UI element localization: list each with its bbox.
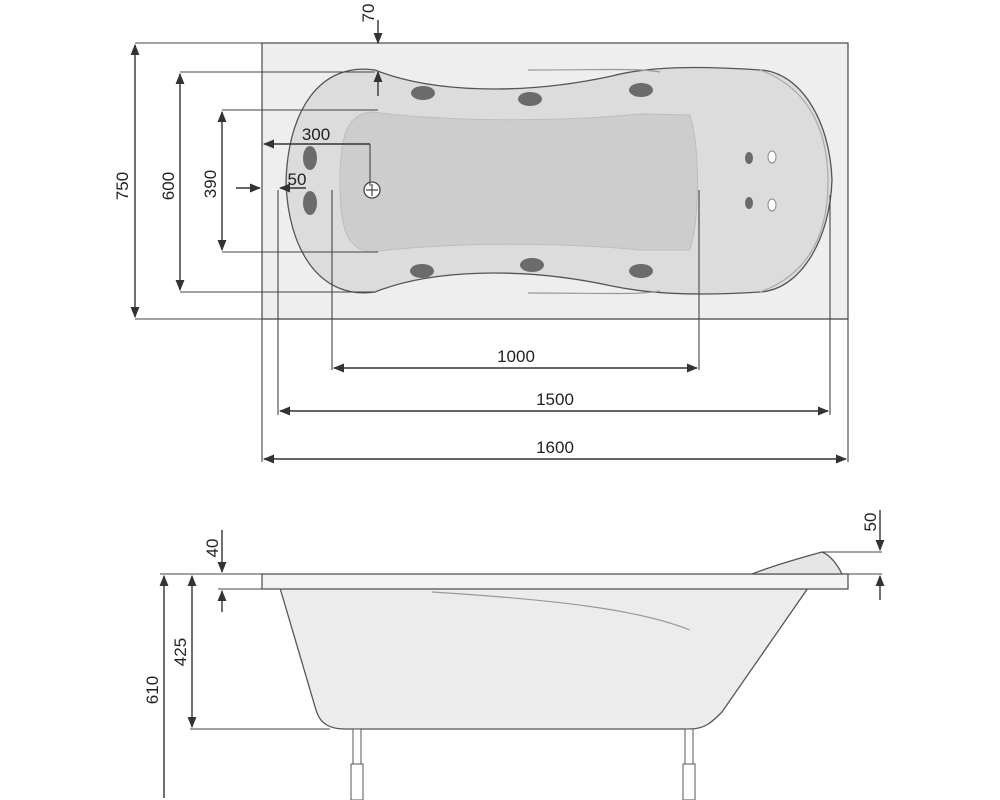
- support-leg-icon: [350, 728, 364, 800]
- jet-icon: [411, 86, 435, 100]
- headrest-contour: [527, 68, 661, 73]
- outer-length-label: 1500: [536, 390, 574, 409]
- basin-inner-outline: [339, 111, 698, 253]
- inner-width-label: 600: [159, 172, 178, 200]
- drain-offset-label: 300: [302, 125, 330, 144]
- rim-thickness-label: 40: [203, 539, 222, 558]
- tub-body-outline: [279, 587, 810, 730]
- headrest-contour: [527, 290, 661, 295]
- jet-icon: [303, 146, 317, 170]
- side-view: 610 425 40 50: [143, 510, 885, 800]
- jet-icon: [629, 264, 653, 278]
- jet-icon: [518, 92, 542, 106]
- drain-icon: [363, 181, 381, 199]
- control-button-icon: [767, 150, 777, 164]
- jet-icon: [520, 258, 544, 272]
- control-button-icon: [767, 198, 777, 212]
- top-view: 750 600 390 70 300 50 1000 1500 1600: [113, 4, 849, 464]
- total-height-label: 610: [143, 676, 162, 704]
- body-contour: [431, 591, 691, 631]
- headrest-profile: [751, 551, 844, 575]
- overall-length-label: 1600: [536, 438, 574, 457]
- jet-icon: [629, 83, 653, 97]
- jet-icon: [303, 191, 317, 215]
- inner-depth-label: 425: [171, 638, 190, 666]
- overall-width-label: 750: [113, 172, 132, 200]
- jet-icon: [745, 197, 753, 209]
- headrest-height-label: 50: [861, 513, 880, 532]
- jet-offset-label: 50: [288, 170, 307, 189]
- backrest-contour: [759, 69, 829, 293]
- jet-icon: [410, 264, 434, 278]
- rim-offset-label: 70: [359, 4, 378, 23]
- support-leg-icon: [682, 728, 696, 800]
- tub-rim: [261, 573, 849, 590]
- bottom-length-label: 1000: [497, 347, 535, 366]
- bottom-width-label: 390: [201, 170, 220, 198]
- jet-icon: [745, 152, 753, 164]
